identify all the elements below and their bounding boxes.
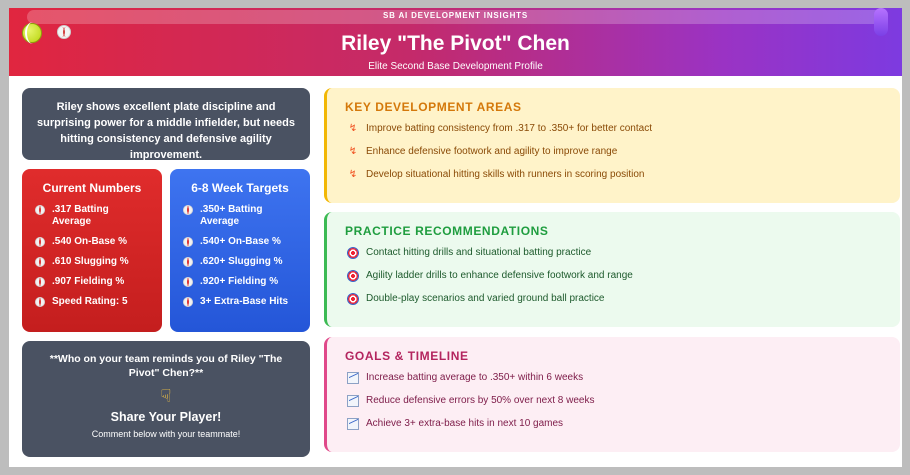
- list-item: Increase batting average to .350+ within…: [345, 372, 882, 384]
- list-item: Agility ladder drills to enhance defensi…: [345, 270, 882, 282]
- header-progress-track: [27, 10, 885, 24]
- stat-text: Speed Rating: 5: [52, 296, 128, 307]
- item-text: Achieve 3+ extra-base hits in next 10 ga…: [366, 418, 564, 429]
- baseball-icon: [35, 205, 45, 215]
- list-item: ↯ Develop situational hitting skills with…: [345, 169, 882, 181]
- baseball-icon: [183, 277, 193, 287]
- goals-timeline-list: Increase batting average to .350+ within…: [345, 372, 882, 430]
- stat-text: .540+ On-Base %: [200, 236, 281, 247]
- baseball-icon: [35, 237, 45, 247]
- target-icon: [347, 247, 359, 259]
- practice-recommendations-title: PRACTICE RECOMMENDATIONS: [345, 224, 549, 238]
- baseball-icon: [183, 297, 193, 307]
- list-item: .350+ Batting Average: [182, 204, 298, 228]
- list-item: Achieve 3+ extra-base hits in next 10 ga…: [345, 418, 882, 430]
- list-item: ↯ Enhance defensive footwork and agility …: [345, 146, 882, 158]
- baseball-icon: [183, 237, 193, 247]
- development-areas-list: ↯ Improve batting consistency from .317 t…: [345, 123, 882, 181]
- practice-recommendations-list: Contact hitting drills and situational b…: [345, 247, 882, 305]
- practice-recommendations-panel: PRACTICE RECOMMENDATIONS Contact hitting…: [324, 212, 900, 327]
- share-player-card: **Who on your team reminds you of Riley …: [22, 341, 310, 457]
- development-areas-title: KEY DEVELOPMENT AREAS: [345, 100, 522, 114]
- stat-text: .317 Batting Average: [52, 204, 109, 227]
- share-title: Share Your Player!: [110, 410, 222, 424]
- list-item: .920+ Fielding %: [182, 276, 298, 288]
- list-item: .610 Slugging %: [34, 256, 150, 268]
- list-item: 3+ Extra-Base Hits: [182, 296, 298, 308]
- baseball-icon: [183, 205, 193, 215]
- current-numbers-title: Current Numbers: [42, 181, 142, 195]
- chart-increasing-icon: [347, 418, 359, 430]
- item-text: Increase batting average to .350+ within…: [366, 372, 584, 383]
- development-areas-panel: KEY DEVELOPMENT AREAS ↯ Improve batting c…: [324, 88, 900, 203]
- lightning-bolt-icon: ↯: [348, 169, 358, 180]
- current-numbers-list: .317 Batting Average .540 On-Base % .610…: [34, 204, 150, 308]
- list-item: Speed Rating: 5: [34, 296, 150, 308]
- lightning-bolt-icon: ↯: [348, 146, 358, 157]
- share-question: **Who on your team reminds you of Riley …: [49, 353, 283, 379]
- list-item: .317 Batting Average: [34, 204, 150, 228]
- item-text: Improve batting consistency from .317 to…: [366, 123, 652, 134]
- header-progress-cap: [874, 8, 888, 36]
- baseball-icon: [35, 257, 45, 267]
- brand-label: SB AI DEVELOPMENT INSIGHTS: [383, 11, 528, 20]
- target-icon: [347, 270, 359, 282]
- baseball-icon: [35, 277, 45, 287]
- player-summary-text: Riley shows excellent plate discipline a…: [37, 101, 295, 161]
- list-item: ↯ Improve batting consistency from .317 t…: [345, 123, 882, 135]
- goals-timeline-title: GOALS & TIMELINE: [345, 349, 469, 363]
- page-title: Riley "The Pivot" Chen: [341, 32, 570, 55]
- baseball-icon: [57, 25, 71, 39]
- pointing-down-hand-icon: ☟: [160, 386, 172, 406]
- stat-text: .907 Fielding %: [52, 276, 125, 287]
- list-item: Double-play scenarios and varied ground …: [345, 293, 882, 305]
- stat-text: .350+ Batting Average: [200, 204, 263, 227]
- targets-list: .350+ Batting Average .540+ On-Base % .6…: [182, 204, 298, 308]
- targets-title: 6-8 Week Targets: [191, 181, 289, 195]
- list-item: .540 On-Base %: [34, 236, 150, 248]
- list-item: .540+ On-Base %: [182, 236, 298, 248]
- baseball-icon: [183, 257, 193, 267]
- item-text: Agility ladder drills to enhance defensi…: [366, 270, 633, 281]
- list-item: .620+ Slugging %: [182, 256, 298, 268]
- page-subtitle: Elite Second Base Development Profile: [368, 61, 543, 72]
- stat-text: .920+ Fielding %: [200, 276, 279, 287]
- baseball-icon: [35, 297, 45, 307]
- stat-text: .620+ Slugging %: [200, 256, 283, 267]
- lightning-bolt-icon: ↯: [348, 123, 358, 134]
- stat-text: .540 On-Base %: [52, 236, 128, 247]
- header-banner: SB AI DEVELOPMENT INSIGHTS Riley "The Pi…: [9, 8, 902, 76]
- chart-increasing-icon: [347, 372, 359, 384]
- list-item: Contact hitting drills and situational b…: [345, 247, 882, 259]
- item-text: Enhance defensive footwork and agility t…: [366, 146, 618, 157]
- stat-text: 3+ Extra-Base Hits: [200, 296, 289, 307]
- item-text: Double-play scenarios and varied ground …: [366, 293, 605, 304]
- stat-text: .610 Slugging %: [52, 256, 129, 267]
- target-icon: [347, 293, 359, 305]
- page-frame: SB AI DEVELOPMENT INSIGHTS Riley "The Pi…: [9, 8, 902, 467]
- item-text: Develop situational hitting skills with …: [366, 169, 645, 180]
- targets-card: 6-8 Week Targets .350+ Batting Average .…: [170, 169, 310, 332]
- item-text: Contact hitting drills and situational b…: [366, 247, 592, 258]
- tennis-ball-icon: [22, 22, 42, 44]
- goals-timeline-panel: GOALS & TIMELINE Increase batting averag…: [324, 337, 900, 452]
- list-item: Reduce defensive errors by 50% over next…: [345, 395, 882, 407]
- chart-increasing-icon: [347, 395, 359, 407]
- player-summary-card: Riley shows excellent plate discipline a…: [22, 88, 310, 161]
- share-subtitle: Comment below with your teammate!: [91, 429, 241, 439]
- current-numbers-card: Current Numbers .317 Batting Average .54…: [22, 169, 162, 332]
- list-item: .907 Fielding %: [34, 276, 150, 288]
- item-text: Reduce defensive errors by 50% over next…: [366, 395, 595, 406]
